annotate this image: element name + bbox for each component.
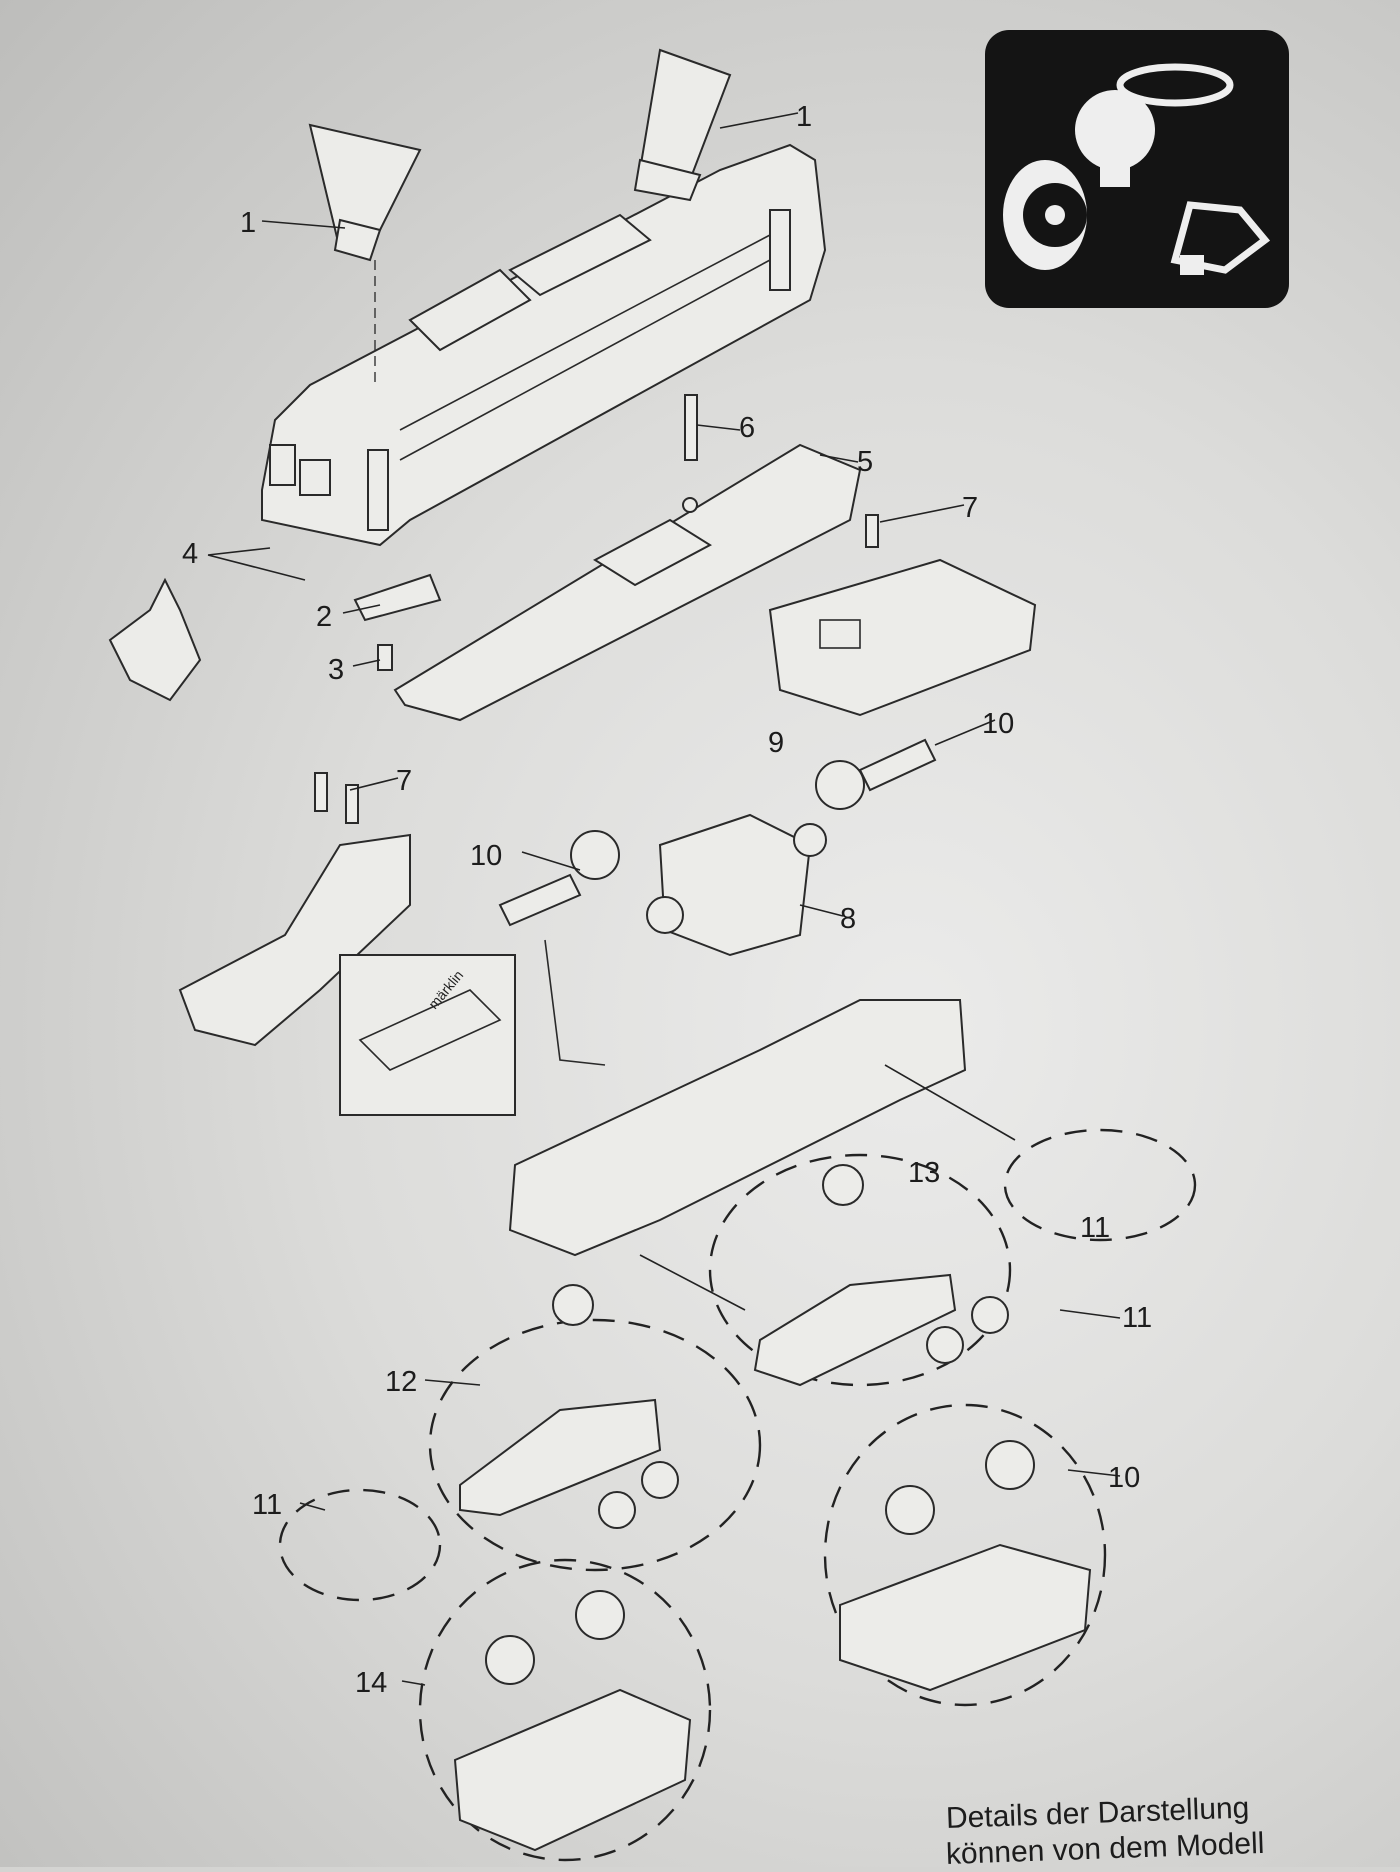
- chassis-plate: [393, 394, 862, 722]
- label-pantograph-1: 1: [240, 207, 256, 239]
- inset-detail: märklin: [339, 939, 606, 1116]
- label-11-axles: 11: [1122, 1302, 1152, 1334]
- bogie-front: [459, 1284, 679, 1529]
- label-11-rear-coupler: 11: [1080, 1212, 1110, 1244]
- label-4: 4: [182, 538, 198, 570]
- motor: [646, 813, 827, 957]
- light-board: [353, 573, 442, 622]
- locomotive-body: [261, 143, 827, 547]
- weight-rear: [768, 558, 1037, 717]
- wheel-truck-rear: [839, 1440, 1092, 1692]
- pantograph-left: [308, 123, 422, 262]
- coupler-group-front: [278, 1488, 442, 1602]
- worm-shaft-left: [498, 830, 620, 927]
- weight-front: [178, 772, 411, 1047]
- label-pantograph-1b: 1: [796, 101, 812, 133]
- label-7-front: 7: [396, 765, 412, 797]
- label-8: 8: [840, 903, 856, 935]
- screw-3: [377, 644, 393, 671]
- label-10-left: 10: [470, 840, 502, 872]
- screw-7-top: [865, 514, 879, 548]
- label-3: 3: [328, 654, 344, 686]
- label-5: 5: [857, 446, 873, 478]
- worm-shaft-right: [815, 738, 937, 810]
- wheelset-group-14: [418, 1558, 712, 1862]
- label-6: 6: [739, 412, 755, 444]
- bogie-group-12: [428, 1318, 762, 1572]
- coupler-group-rear: [1003, 1128, 1197, 1242]
- coupler-front: [108, 577, 202, 702]
- label-10-right: 10: [982, 708, 1014, 740]
- label-9: 9: [768, 727, 784, 759]
- label-2: 2: [316, 601, 332, 633]
- wheel-truck-front: [453, 1590, 692, 1852]
- label-10-wheels: 10: [1108, 1462, 1140, 1494]
- bogie-group-13: [708, 1153, 1012, 1387]
- label-14: 14: [355, 1667, 387, 1699]
- service-parts-icon: [985, 30, 1289, 308]
- label-11-front-coupler: 11: [252, 1489, 282, 1521]
- wheelset-group-10: [823, 1403, 1107, 1707]
- label-12: 12: [385, 1366, 417, 1398]
- leader-lines: [207, 112, 1121, 1686]
- label-7-top: 7: [962, 492, 978, 524]
- label-13: 13: [908, 1157, 940, 1189]
- bogie-rear: [753, 1164, 1009, 1387]
- pantograph-right: [633, 48, 732, 202]
- bogie-frame: [508, 999, 1016, 1311]
